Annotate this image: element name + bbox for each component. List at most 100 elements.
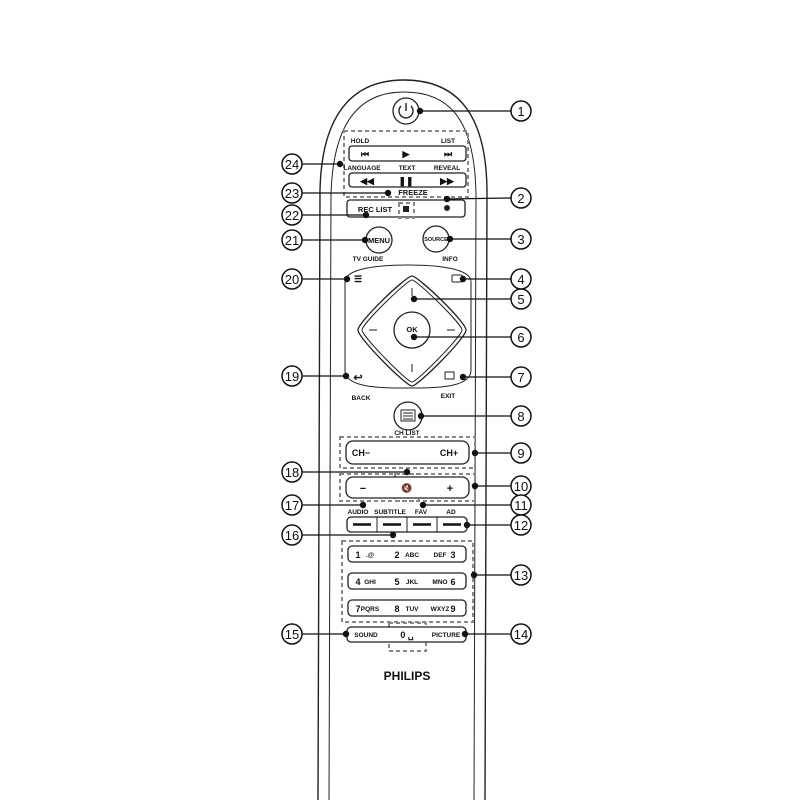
callout-number: 11 bbox=[514, 498, 528, 513]
letters-6: MNO bbox=[432, 579, 447, 586]
callout-number: 17 bbox=[285, 498, 299, 513]
digit-8[interactable]: 8 bbox=[394, 604, 399, 614]
callout-number: 24 bbox=[285, 157, 299, 172]
callout-5: 5 bbox=[410, 288, 532, 310]
tv-guide-label: TV GUIDE bbox=[353, 256, 384, 263]
letters-8: TUV bbox=[406, 606, 420, 613]
callout-number: 10 bbox=[514, 479, 528, 494]
volume-down-button[interactable]: − bbox=[360, 483, 366, 495]
play-icon: ▶ bbox=[402, 149, 411, 159]
ch-list-button[interactable] bbox=[393, 401, 423, 431]
callout-16: 16 bbox=[281, 524, 397, 546]
rewind-icon: ◀◀ bbox=[359, 176, 375, 186]
volume-rocker[interactable] bbox=[345, 476, 470, 499]
info-label: INFO bbox=[442, 256, 458, 263]
number-row[interactable] bbox=[347, 599, 467, 617]
hold-label: HOLD bbox=[351, 138, 370, 145]
teletext-group-outline bbox=[343, 130, 469, 198]
channel-rocker[interactable] bbox=[345, 440, 470, 465]
picture-button[interactable]: PICTURE bbox=[432, 632, 461, 639]
callout-4: 4 bbox=[459, 268, 532, 290]
callout-number: 9 bbox=[517, 446, 524, 461]
ch-plus-label[interactable]: CH+ bbox=[440, 448, 458, 458]
navigation-area bbox=[344, 264, 472, 389]
brand-logo: PHILIPS bbox=[384, 669, 431, 683]
zero-button[interactable]: 0 ␣ bbox=[400, 630, 414, 641]
callout-7: 7 bbox=[459, 366, 532, 388]
source-button[interactable]: SOURCE bbox=[422, 225, 450, 253]
callout-number: 1 bbox=[517, 104, 524, 119]
number-row[interactable] bbox=[347, 545, 467, 563]
callout-14: 14 bbox=[461, 623, 532, 645]
back-icon[interactable]: ↩ bbox=[353, 372, 362, 384]
tv-guide-icon[interactable]: ☰ bbox=[354, 274, 362, 284]
volume-up-button[interactable]: + bbox=[447, 483, 453, 495]
callout-number: 2 bbox=[517, 191, 524, 206]
pause-icon: ❚❚ bbox=[398, 176, 413, 187]
svg-text:MENU: MENU bbox=[368, 236, 390, 245]
callout-18: 18 bbox=[281, 461, 411, 483]
stop-icon[interactable] bbox=[403, 206, 409, 212]
language-label: LANGUAGE bbox=[343, 165, 381, 172]
ch-minus-label[interactable]: CH− bbox=[352, 448, 370, 458]
callout-3: 3 bbox=[446, 228, 532, 250]
ad-label: AD bbox=[446, 509, 456, 516]
exit-label: EXIT bbox=[441, 393, 455, 400]
digit-6[interactable]: 6 bbox=[450, 577, 455, 587]
callout-13: 13 bbox=[470, 564, 532, 586]
callout-number: 16 bbox=[285, 528, 299, 543]
callout-number: 5 bbox=[517, 292, 524, 307]
list-icon bbox=[403, 412, 413, 420]
digit-4[interactable]: 4 bbox=[355, 577, 360, 587]
back-label: BACK bbox=[352, 395, 371, 402]
color-keys[interactable] bbox=[346, 516, 468, 533]
callout-6: 6 bbox=[410, 326, 532, 348]
callout-number: 6 bbox=[517, 330, 524, 345]
remote-body-inner bbox=[328, 91, 477, 800]
digit-7[interactable]: 7 bbox=[355, 604, 360, 614]
digit-3[interactable]: 3 bbox=[450, 550, 455, 560]
digit-5[interactable]: 5 bbox=[394, 577, 399, 587]
number-pad-outline bbox=[341, 540, 474, 623]
callout-number: 18 bbox=[285, 465, 299, 480]
callout-number: 8 bbox=[517, 409, 524, 424]
rec-list-label: REC LIST bbox=[358, 205, 393, 214]
number-row[interactable] bbox=[347, 572, 467, 590]
callout-15: 15 bbox=[281, 623, 350, 645]
callout-22: 22 bbox=[281, 204, 370, 226]
power-button[interactable] bbox=[392, 97, 420, 125]
letters-5: JKL bbox=[406, 579, 418, 586]
list-label: LIST bbox=[441, 138, 455, 145]
callout-number: 15 bbox=[285, 627, 299, 642]
record-icon[interactable] bbox=[444, 205, 450, 211]
digit-1[interactable]: 1 bbox=[355, 550, 360, 560]
exit-icon[interactable] bbox=[444, 371, 455, 380]
callout-11: 11 bbox=[419, 494, 532, 516]
previous-icon: ⏮ bbox=[361, 149, 369, 159]
callout-number: 3 bbox=[517, 232, 524, 247]
stop-button-outline bbox=[398, 202, 415, 219]
menu-button[interactable]: MENU bbox=[365, 226, 393, 254]
callout-20: 20 bbox=[281, 268, 351, 290]
callout-number: 12 bbox=[514, 518, 528, 533]
callout-number: 4 bbox=[517, 272, 524, 287]
mute-icon[interactable]: 🔇 bbox=[401, 482, 412, 493]
digit-2[interactable]: 2 bbox=[394, 550, 399, 560]
freeze-label: FREEZE bbox=[398, 188, 428, 197]
callout-number: 13 bbox=[514, 568, 528, 583]
playback-row-1[interactable] bbox=[348, 145, 467, 162]
sound-button[interactable]: SOUND bbox=[354, 632, 378, 639]
callout-number: 20 bbox=[285, 272, 299, 287]
ok-button[interactable]: OK bbox=[393, 311, 431, 349]
callout-2: 2 bbox=[443, 187, 532, 209]
playback-row-2[interactable] bbox=[348, 172, 467, 188]
letters-2: ABC bbox=[405, 552, 419, 559]
letters-4: GHI bbox=[364, 579, 376, 586]
callout-21: 21 bbox=[281, 229, 369, 251]
audio-label: AUDIO bbox=[348, 509, 369, 516]
callout-number: 21 bbox=[285, 233, 299, 248]
subtitle-label: SUBTITLE bbox=[374, 509, 406, 516]
fav-label: FAV bbox=[415, 509, 428, 516]
digit-9[interactable]: 9 bbox=[450, 604, 455, 614]
